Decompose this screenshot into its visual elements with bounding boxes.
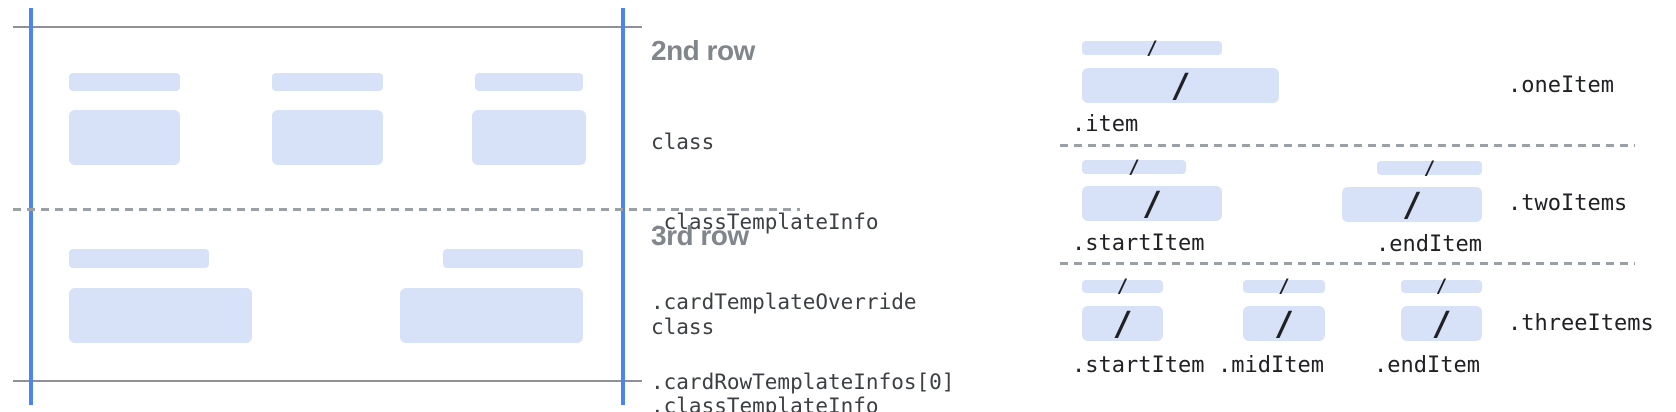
code-line: .classTemplateInfo <box>651 394 879 412</box>
item-value-bar: / <box>1243 306 1325 341</box>
row-divider-dashed <box>13 208 800 211</box>
left-margin-guide <box>29 8 33 405</box>
item-field-label: .midItem <box>1218 353 1324 378</box>
placeholder-label-bar <box>69 73 180 91</box>
item-value-bar: / <box>1342 187 1482 222</box>
row-heading: 3rd row <box>651 220 749 251</box>
item-label-bar: / <box>1377 156 1482 179</box>
code-line: .cardRowTemplateInfos[0] <box>651 370 955 394</box>
slash-icon: / <box>1142 184 1162 223</box>
placeholder-value-block <box>69 288 252 343</box>
slash-icon: / <box>1112 304 1133 343</box>
item-field-label: .endItem <box>1376 232 1482 257</box>
slash-icon: / <box>1146 36 1158 59</box>
item-label-bar: / <box>1401 275 1482 297</box>
placeholder-value-block <box>69 110 180 165</box>
item-field-label: .startItem <box>1072 353 1205 378</box>
slash-icon: / <box>1170 66 1191 105</box>
item-field-label: .item <box>1072 112 1139 137</box>
code-line: class <box>651 315 715 339</box>
item-value-bar: / <box>1401 306 1482 341</box>
placeholder-value-block <box>400 288 583 343</box>
item-label-bar: / <box>1082 275 1163 297</box>
code-line: class <box>651 130 715 154</box>
item-label-bar: / <box>1082 155 1186 178</box>
slash-icon: / <box>1431 304 1452 343</box>
slash-icon: / <box>1278 275 1290 297</box>
placeholder-label-bar <box>272 73 383 91</box>
item-label-bar: / <box>1082 36 1222 59</box>
slash-icon: / <box>1423 156 1436 179</box>
section-divider-dashed <box>1060 144 1635 147</box>
placeholder-label-bar <box>443 249 583 268</box>
placeholder-label-bar <box>69 249 209 268</box>
placeholder-value-block <box>272 110 383 165</box>
item-field-label: .endItem <box>1374 353 1480 378</box>
bottom-rule <box>13 380 642 382</box>
slash-icon: / <box>1128 155 1140 178</box>
slash-icon: / <box>1435 275 1448 297</box>
item-value-bar: / <box>1082 186 1222 221</box>
slash-icon: / <box>1116 275 1129 297</box>
item-label-bar: / <box>1243 275 1325 297</box>
slash-icon: / <box>1402 185 1422 224</box>
placeholder-label-bar <box>475 73 583 91</box>
row-heading: 2nd row <box>651 35 755 66</box>
layout-variant-label: .oneItem <box>1508 73 1614 98</box>
slash-icon: / <box>1274 304 1294 343</box>
row-code-path: class .classTemplateInfo .cardTemplateOv… <box>651 78 954 412</box>
top-rule <box>13 26 642 28</box>
item-field-label: .startItem <box>1072 231 1205 256</box>
layout-variant-label: .twoItems <box>1508 191 1628 216</box>
item-value-bar: / <box>1082 306 1163 341</box>
item-value-bar: / <box>1082 68 1279 103</box>
right-margin-guide <box>621 8 625 405</box>
code-line: .cardTemplateOverride <box>651 290 917 314</box>
section-divider-dashed <box>1060 262 1635 265</box>
layout-variant-label: .threeItems <box>1508 311 1654 336</box>
row-code-path: class .classTemplateInfo .cardTemplateOv… <box>651 264 954 412</box>
placeholder-value-block <box>472 110 586 165</box>
code-line: .classTemplateInfo <box>651 210 879 234</box>
